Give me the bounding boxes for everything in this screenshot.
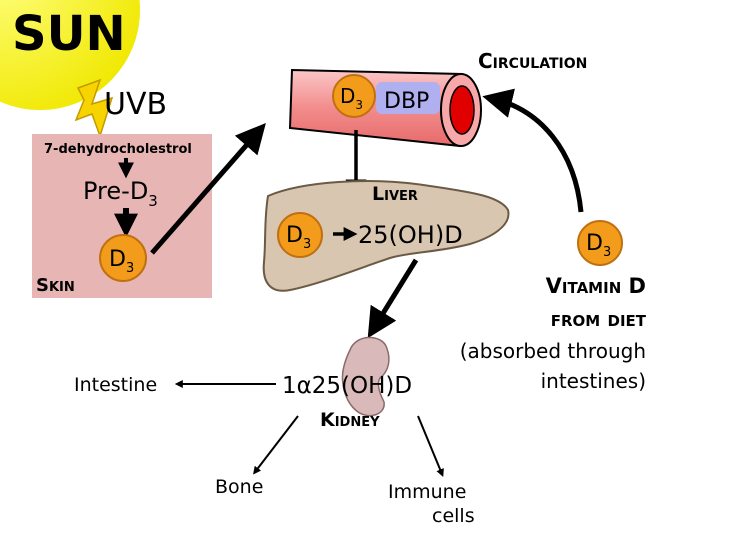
circulation-d3-text: D3 xyxy=(340,84,363,112)
diet-d3-circle xyxy=(577,220,623,266)
dietary-vitamin-d: D3 Vitamin D from diet (absorbed through… xyxy=(460,88,647,393)
circulation-d3-sub: 3 xyxy=(355,98,363,112)
liver-shape xyxy=(262,180,510,292)
kidney-product: 1α25(OH)D xyxy=(282,373,412,399)
liver-d3-text: D3 xyxy=(286,223,311,252)
sun-shape xyxy=(0,0,140,110)
liver-d3-base: D xyxy=(286,223,303,248)
pre-d3-label: Pre-D3 xyxy=(83,177,158,210)
liver-d3-circle xyxy=(277,212,323,258)
pre-d3-sub: 3 xyxy=(148,192,158,210)
pre-d3-base: Pre-D xyxy=(83,177,148,205)
vessel-lumen xyxy=(449,85,475,135)
diet-line3: (absorbed through xyxy=(460,339,646,363)
arrow-diet-to-circulation xyxy=(482,88,584,213)
arrow-to-bone xyxy=(253,415,299,475)
arrow-skin-to-circulation xyxy=(150,122,266,255)
arrow-liver-to-kidney xyxy=(367,258,419,339)
circulation-label: Circulation xyxy=(478,49,587,73)
skin-d3-text: D3 xyxy=(109,247,134,276)
liver-label: Liver xyxy=(372,183,418,205)
uvb-group: UVB xyxy=(74,78,167,139)
intestine-label: Intestine xyxy=(74,374,157,396)
circulation-d3-circle xyxy=(332,74,376,118)
diet-line4: intestines) xyxy=(541,369,646,393)
dbp-box xyxy=(376,82,440,114)
immune-label-line1: Immune xyxy=(388,481,466,503)
sun: SUN xyxy=(0,0,140,110)
diet-d3-text: D3 xyxy=(586,231,611,260)
diet-line2: from diet xyxy=(551,307,647,331)
kidney: 1α25(OH)D Kidney xyxy=(282,336,412,431)
dbp-label: DBP xyxy=(384,89,429,114)
skin-label: Skin xyxy=(36,275,75,296)
precursor-label: 7-dehydrocholestrol xyxy=(44,142,192,157)
skin-box: 7-dehydrocholestrol Pre-D3 D3 Skin xyxy=(32,134,212,298)
liver-product: 25(OH)D xyxy=(358,221,463,249)
bone-label: Bone xyxy=(215,476,263,498)
skin-d3-sub: 3 xyxy=(126,261,134,276)
diet-line1: Vitamin D xyxy=(546,274,646,298)
blood-vessel: DBP D3 Circulation xyxy=(288,49,587,148)
sun-label: SUN xyxy=(12,6,126,62)
liver-d3-sub: 3 xyxy=(303,237,311,252)
target-tissues: Intestine Bone Immune cells xyxy=(74,374,475,527)
liver: Liver D3 25(OH)D xyxy=(262,180,510,292)
diet-d3-sub: 3 xyxy=(603,245,611,260)
uvb-label: UVB xyxy=(104,87,167,122)
circulation-d3-base: D xyxy=(340,84,355,108)
arrow-to-immune-cells xyxy=(417,415,444,477)
skin-d3-base: D xyxy=(109,247,126,272)
kidney-label: Kidney xyxy=(320,409,380,431)
diet-d3-base: D xyxy=(586,231,603,256)
immune-label-line2: cells xyxy=(432,505,475,527)
skin-d3-circle xyxy=(99,234,147,282)
kidney-shape xyxy=(341,336,390,417)
